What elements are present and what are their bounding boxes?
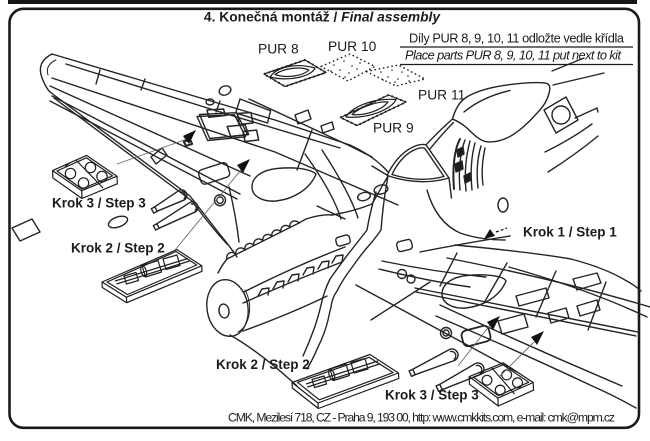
svg-text:PUR 11: PUR 11: [418, 88, 465, 103]
svg-text:Krok 1 / Step 1: Krok 1 / Step 1: [523, 225, 617, 240]
svg-text:Krok 3 / Step 3: Krok 3 / Step 3: [52, 196, 146, 211]
svg-text:CMK, Mezilesí 718, CZ - Praha: CMK, Mezilesí 718, CZ - Praha 9, 193 00,…: [228, 411, 615, 425]
svg-text:PUR 9: PUR 9: [373, 121, 414, 136]
svg-text:Krok 2 / Step 2: Krok 2 / Step 2: [216, 357, 310, 372]
svg-text:Place parts PUR 8, 9, 10, 11 p: Place parts PUR 8, 9, 10, 11 put next to…: [405, 48, 621, 63]
svg-text:Díly PUR 8, 9, 10, 11 odložte: Díly PUR 8, 9, 10, 11 odložte vedle kříd…: [409, 31, 625, 46]
svg-text:Krok 2 / Step 2: Krok 2 / Step 2: [71, 241, 165, 256]
svg-text:4. Konečná montáž / Final asse: 4. Konečná montáž / Final assembly: [204, 10, 441, 25]
svg-text:PUR 8: PUR 8: [258, 42, 299, 57]
svg-text:Krok 3 / Step 3: Krok 3 / Step 3: [385, 388, 479, 403]
svg-text:PUR 10: PUR 10: [328, 39, 377, 54]
